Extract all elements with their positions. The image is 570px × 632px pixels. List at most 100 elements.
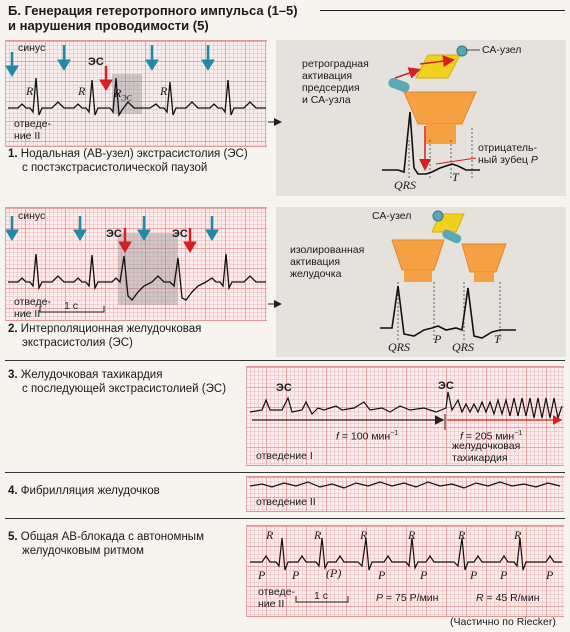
es-label-1: ЭС	[88, 56, 104, 68]
sa-node-2	[432, 210, 444, 222]
t-label-1: T	[452, 170, 459, 184]
r-label-5c: R	[360, 528, 368, 542]
neg-p: P	[530, 154, 538, 166]
rate-label-5p: P = 75 P/мин	[376, 592, 438, 604]
atrium-shape	[415, 54, 461, 79]
r-es-label-1: RЭС	[114, 86, 132, 102]
ecg-trace-5	[250, 537, 562, 571]
rate-label-5r: R = 45 R/мин	[476, 592, 540, 604]
separator-3	[5, 360, 565, 361]
iso-l3: желудочка	[290, 268, 342, 280]
sa-label-2: СА-узел	[372, 210, 412, 222]
scale-label-5: 1 с	[314, 590, 329, 602]
caption-2-l1: Интерполяционная желудочковая	[20, 323, 202, 335]
lead-label-3: отведение I	[256, 450, 313, 462]
credit: (Частично по Riecker)	[450, 616, 556, 628]
neg-l1: отрицатель-	[478, 142, 538, 154]
p-label-5c: P	[378, 568, 386, 582]
r-label-5f: R	[514, 528, 522, 542]
caption-1-l1: Нодальная (АВ-узел) экстрасистолия (ЭС)	[20, 148, 248, 160]
rate-label-3b: f = 205 мин−1	[460, 428, 522, 443]
vt-l1: желудочковая	[452, 440, 521, 452]
r-label-5d: R	[408, 528, 416, 542]
es-arrow-1	[99, 66, 113, 91]
caption-1-l2: с постэкстрасистолической паузой	[22, 162, 208, 174]
lead-label-4: отведение II	[256, 496, 316, 508]
figure-title-line1: Б. Генерация гетеротропного импульса (1–…	[8, 3, 298, 18]
qrs-label-2b: QRS	[452, 340, 474, 354]
lead-label-2-l2: ние II	[14, 308, 41, 320]
figure-title-line2: и нарушения проводимости (5)	[8, 18, 209, 33]
caption-1: 1. Нодальная (АВ-узел) экстрасистолия (Э…	[8, 147, 248, 175]
title-rule	[320, 10, 565, 11]
iso-l1: изолированная	[290, 244, 365, 256]
heart-diagram-1	[382, 45, 480, 178]
ecg-grid-1	[5, 40, 267, 147]
lead-label-2: отведе-ние II	[14, 296, 51, 320]
r-es-main: R	[114, 86, 122, 100]
separator-5	[5, 518, 565, 519]
scale-label-2: 1 с	[64, 300, 79, 312]
rate-arrows-3	[252, 414, 563, 430]
rate-p-val: = 75 P/мин	[385, 592, 439, 604]
av-node	[388, 77, 410, 93]
p-label-5g: P	[546, 568, 554, 582]
neg-p-label: отрицатель- ный зубец P	[478, 142, 538, 166]
sinus-label-2: синус	[18, 210, 46, 222]
rate-label-3a: f = 100 мин−1	[336, 428, 398, 443]
es-arrows-2	[118, 228, 197, 253]
caption-2: 2. Интерполяционная желудочковая экстраси…	[8, 322, 201, 350]
iso-label: изолированная активация желудочка	[290, 244, 364, 280]
sinus-label-1: синус	[18, 42, 46, 54]
p-label-5a: P	[258, 568, 266, 582]
caption-4-num: 4.	[8, 485, 18, 497]
pp-label-5: (P)	[326, 566, 342, 580]
vt-l2: тахикардия	[452, 452, 508, 464]
lead-label-1-l2: ние II	[14, 130, 41, 142]
r-label-5e: R	[458, 528, 466, 542]
separator-4	[5, 472, 565, 473]
ventricle-base	[426, 124, 456, 144]
neg-l2: ный зубец	[478, 154, 528, 166]
f2-exp: −1	[514, 430, 523, 437]
caption-2-l2: экстрасистолия (ЭС)	[22, 337, 133, 349]
lead-label-1-l1: отведе-	[14, 118, 51, 130]
f1: f	[336, 430, 339, 443]
retro-l2: активация	[302, 70, 353, 82]
figure-title: Б. Генерация гетеротропного импульса (1–…	[8, 3, 298, 33]
retro-l1: ретроградная	[302, 58, 369, 70]
p-label-5b: P	[292, 568, 300, 582]
lead-label-1: отведе-ние II	[14, 118, 51, 142]
sa-label-1: СА-узел	[482, 44, 522, 56]
p-label-5f: P	[500, 568, 508, 582]
lead-label-5: отведе-ние II	[258, 586, 295, 610]
caption-1-num: 1.	[8, 148, 18, 160]
es-label-3b: ЭС	[438, 380, 454, 392]
p-label-5e: P	[470, 568, 478, 582]
ecg-grid-5	[246, 525, 564, 617]
f1-exp: −1	[390, 430, 399, 437]
lead-label-2-l1: отведе-	[14, 296, 51, 308]
r-label-5a: R	[266, 528, 274, 542]
av-node-2	[442, 229, 462, 244]
f2: f	[460, 430, 463, 443]
ecg-grid-2	[5, 207, 267, 321]
caption-5-num: 5.	[8, 531, 18, 543]
scale-bracket-2	[39, 306, 105, 313]
heart-diagram-2	[380, 210, 516, 340]
iso-l2: активация	[290, 256, 341, 268]
caption-3-l2: с последующей экстрасистолией (ЭС)	[22, 383, 227, 395]
p-label-2: P	[434, 332, 442, 346]
retro-label: ретроградная активация предсердия и СА-у…	[302, 58, 369, 106]
caption-2-num: 2.	[8, 323, 18, 335]
ventricle-shape	[403, 91, 477, 125]
retro-l3: предсердия	[302, 82, 360, 94]
retro-l4: и СА-узла	[302, 94, 351, 106]
lead-label-5-l1: отведе-	[258, 586, 295, 598]
sinus-arrows-1	[5, 45, 215, 77]
es-label-2b: ЭС	[172, 228, 188, 240]
ecg-trace-1	[8, 77, 266, 118]
